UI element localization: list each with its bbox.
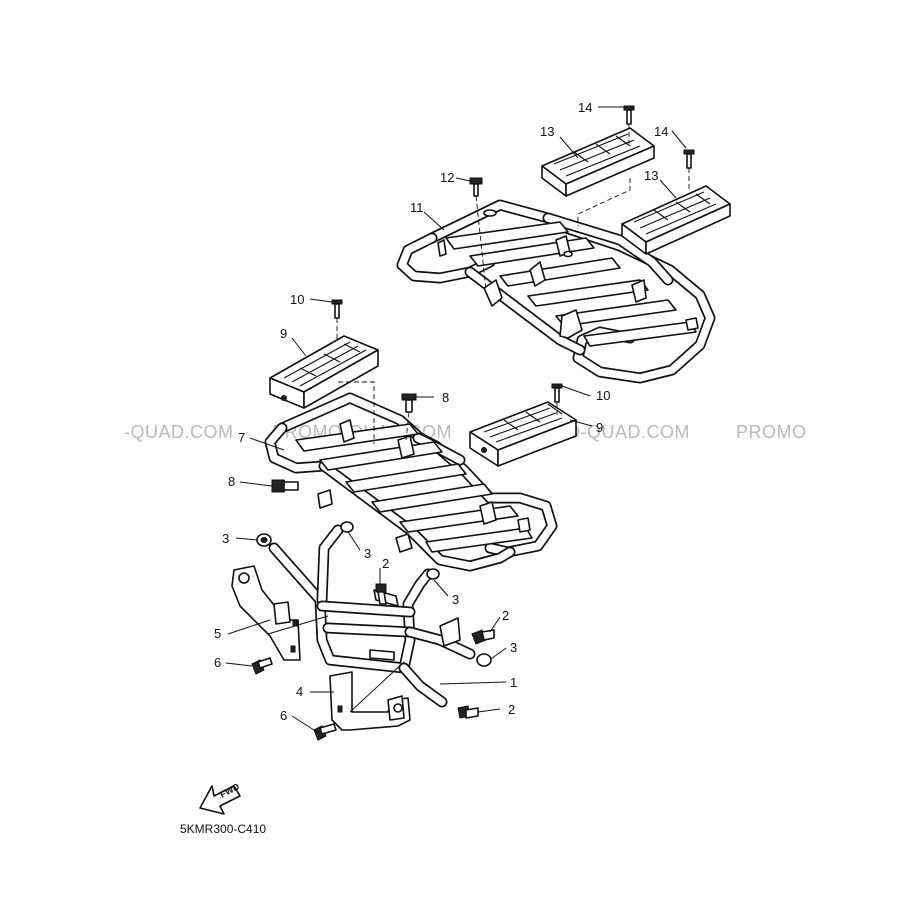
callout-12: 12 [440, 170, 454, 185]
callout-3-right: 3 [510, 640, 517, 655]
rear-carrier [396, 199, 716, 384]
callout-8-lower: 8 [228, 474, 235, 489]
front-pad-right [469, 401, 577, 467]
callout-2-center: 2 [382, 556, 389, 571]
callout-3-mid: 3 [452, 592, 459, 607]
callout-8-upper: 8 [442, 390, 449, 405]
callout-6-lower: 6 [280, 708, 287, 723]
callout-13-lower: 13 [644, 168, 658, 183]
bracket-right [329, 671, 411, 731]
diagram-code: 5KMR300-C410 [180, 822, 266, 836]
callout-11: 11 [410, 200, 424, 215]
watermark-text-1: -QUAD.COM [124, 422, 234, 442]
front-guard [268, 524, 476, 708]
bracket-left [231, 565, 301, 661]
fasteners [251, 521, 495, 741]
watermark-text-4: PROMO [736, 422, 807, 442]
rear-pad-upper [541, 127, 655, 197]
callout-5: 5 [214, 626, 221, 641]
callout-2-lower: 2 [508, 702, 515, 717]
forward-arrow: FWD [199, 781, 241, 815]
front-carrier [264, 392, 558, 572]
callout-13-upper: 13 [540, 124, 554, 139]
callout-10-lower: 10 [596, 388, 610, 403]
callout-14-lower: 14 [654, 124, 668, 139]
callout-1: 1 [510, 675, 517, 690]
rear-pad-lower [621, 185, 731, 255]
callout-9-lower: 9 [596, 420, 603, 435]
callout-10-upper: 10 [290, 292, 304, 307]
rear-pad-screws [469, 105, 695, 291]
front-pad-screws [271, 299, 563, 493]
callout-numbers: 14 14 13 13 12 11 10 9 8 10 9 7 8 3 3 2 … [214, 100, 668, 723]
callout-3-left: 3 [222, 531, 229, 546]
callout-2-right: 2 [502, 608, 509, 623]
callout-3-center: 3 [364, 546, 371, 561]
callout-7: 7 [238, 430, 245, 445]
front-pad-left [269, 335, 379, 409]
watermark: -QUAD.COM PROMO-QUAD.COM PROMO-QUAD.COM … [124, 422, 807, 442]
callout-6-upper: 6 [214, 655, 221, 670]
leader-lines [225, 106, 687, 731]
callout-14-upper: 14 [578, 100, 592, 115]
callout-9-upper: 9 [280, 326, 287, 341]
callout-4: 4 [296, 684, 303, 699]
